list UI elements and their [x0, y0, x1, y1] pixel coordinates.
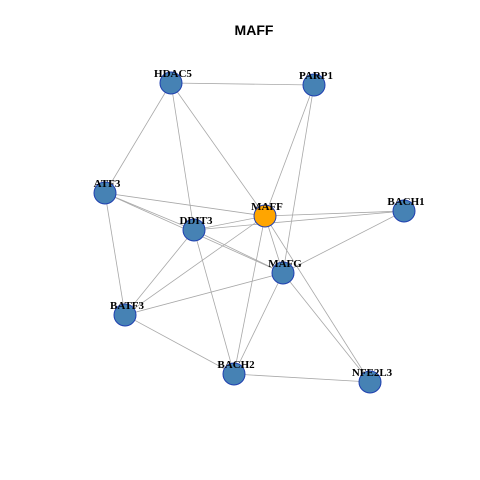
edge-parp1-maff [264, 84, 315, 217]
node-label-atf3: ATF3 [94, 178, 121, 190]
node-maff: MAFF [251, 201, 283, 228]
node-label-maff: MAFF [251, 201, 283, 213]
node-ddit3: DDIT3 [179, 215, 213, 242]
edge-hdac5-atf3 [104, 82, 172, 194]
node-label-hdac5: HDAC5 [154, 68, 192, 80]
edge-mafg-bach2 [233, 272, 284, 375]
node-circle-bach2 [222, 362, 246, 386]
node-circle-ddit3 [182, 218, 206, 242]
node-circle-maff [253, 204, 277, 228]
edge-hdac5-maff [170, 82, 266, 217]
node-batf3: BATF3 [110, 300, 145, 327]
edge-maff-ddit3 [193, 215, 266, 231]
edge-maff-bach1 [264, 210, 405, 217]
edge-mafg-nfe2l3 [282, 272, 371, 383]
node-hdac5: HDAC5 [154, 68, 192, 95]
node-bach2: BACH2 [217, 359, 255, 386]
edge-mafg-bach1 [282, 210, 405, 274]
edge-maff-batf3 [124, 215, 266, 316]
edge-maff-nfe2l3 [264, 215, 371, 383]
node-circle-mafg [271, 261, 295, 285]
node-circle-atf3 [93, 181, 117, 205]
node-label-nfe2l3: NFE2L3 [352, 367, 393, 379]
node-label-parp1: PARP1 [299, 70, 333, 82]
edge-maff-bach2 [233, 215, 266, 375]
edge-mafg-batf3 [124, 272, 284, 316]
edge-ddit3-mafg [193, 229, 284, 274]
edge-ddit3-batf3 [124, 229, 195, 316]
node-label-bach1: BACH1 [387, 196, 424, 208]
node-label-bach2: BACH2 [217, 359, 255, 371]
node-parp1: PARP1 [299, 70, 333, 97]
edge-bach2-nfe2l3 [233, 373, 371, 383]
node-circle-hdac5 [159, 71, 183, 95]
edge-atf3-batf3 [104, 192, 126, 316]
node-circle-nfe2l3 [358, 370, 382, 394]
edge-ddit3-bach1 [193, 210, 405, 231]
node-circle-parp1 [302, 73, 326, 97]
edge-ddit3-bach2 [193, 229, 235, 375]
edges-layer [104, 82, 405, 383]
node-label-mafg: MAFG [268, 258, 302, 270]
node-atf3: ATF3 [93, 178, 121, 205]
edge-hdac5-ddit3 [170, 82, 195, 231]
edge-parp1-mafg [282, 84, 315, 274]
node-label-batf3: BATF3 [110, 300, 145, 312]
edge-atf3-maff [104, 192, 266, 217]
edge-batf3-bach2 [124, 314, 235, 375]
node-circle-bach1 [392, 199, 416, 223]
node-nfe2l3: NFE2L3 [352, 367, 393, 394]
graph-title: MAFF [235, 22, 274, 38]
edge-hdac5-parp1 [170, 82, 315, 86]
node-circle-batf3 [113, 303, 137, 327]
node-label-ddit3: DDIT3 [179, 215, 213, 227]
node-mafg: MAFG [268, 258, 302, 285]
node-bach1: BACH1 [387, 196, 425, 223]
edge-atf3-ddit3 [104, 192, 195, 231]
